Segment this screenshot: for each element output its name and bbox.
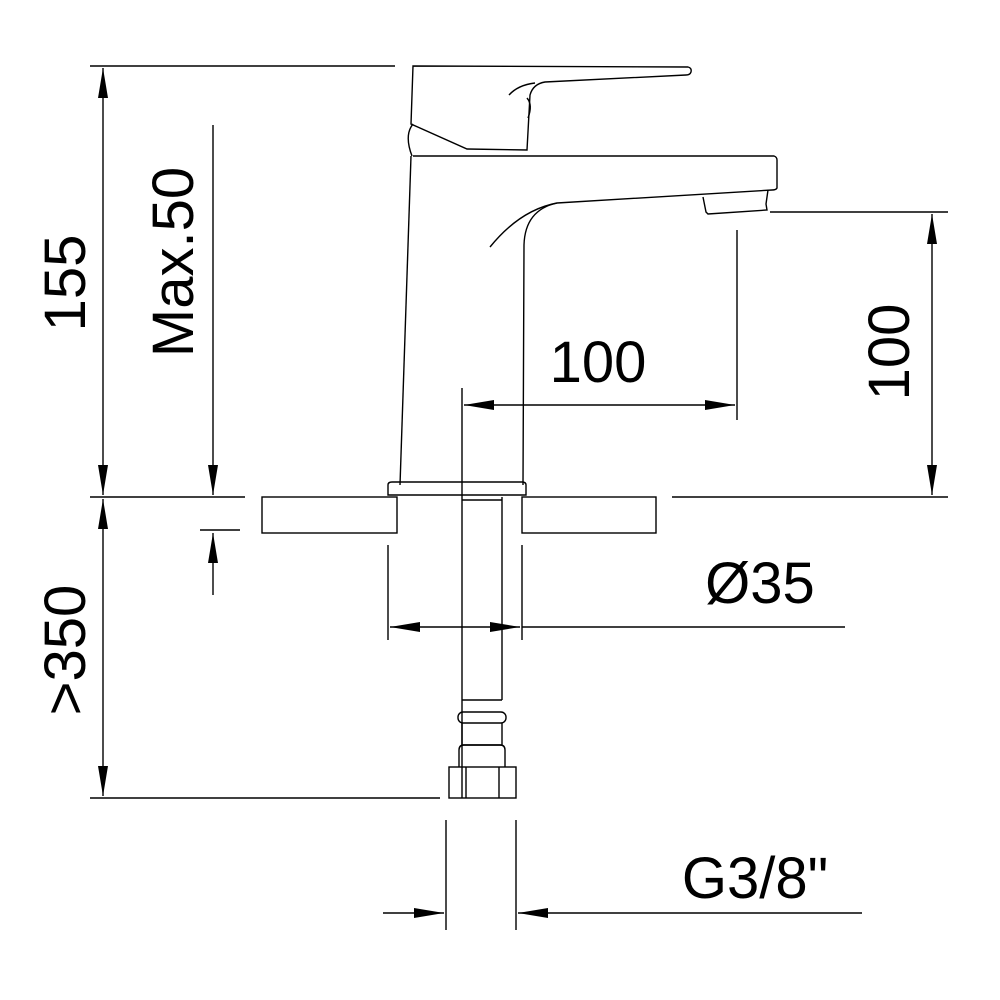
dim-max-thickness: Max.50	[141, 167, 206, 357]
faucet-body	[387, 65, 778, 496]
counter-slab	[261, 496, 657, 534]
dim-spout-height: 100	[857, 304, 922, 401]
supply-hose	[448, 388, 517, 799]
dim-total-height: 155	[33, 235, 98, 332]
dim-connection: G3/8"	[682, 846, 828, 911]
dim-spout-reach: 100	[550, 330, 647, 395]
dimension-lines	[90, 65, 948, 930]
dim-hose-length: >350	[33, 585, 98, 716]
dim-hole-diameter: Ø35	[705, 551, 815, 616]
